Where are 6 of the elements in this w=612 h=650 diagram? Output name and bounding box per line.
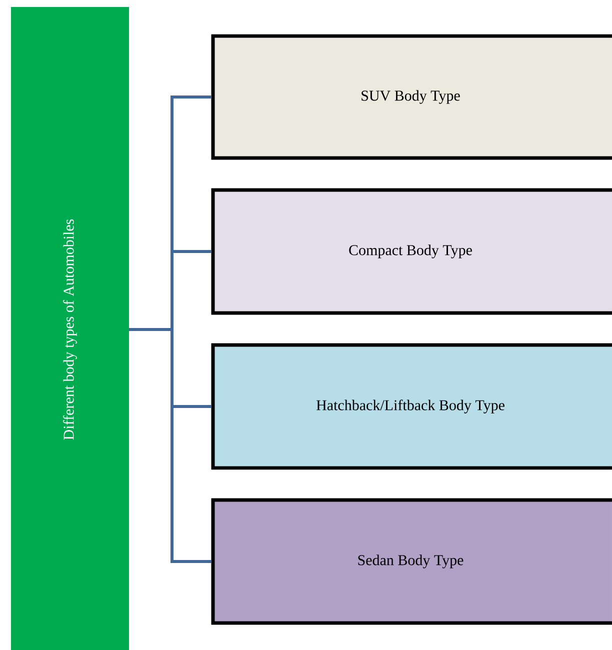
category-box: SUV Body Type	[211, 34, 612, 160]
category-box: Sedan Body Type	[211, 498, 612, 625]
category-box: Compact Body Type	[211, 188, 612, 315]
connector	[129, 328, 212, 563]
category-box: Hatchback/Liftback Body Type	[211, 343, 612, 470]
title-band: Different body types of Automobiles	[11, 7, 129, 650]
